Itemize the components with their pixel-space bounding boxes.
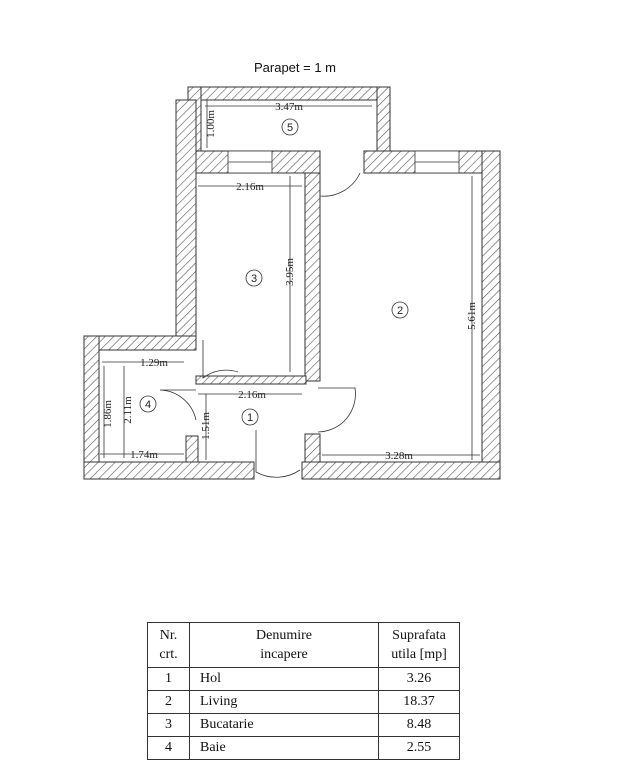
table-row: 2 Living 18.37 xyxy=(147,690,460,714)
dim-1-51: 1.51m xyxy=(200,412,212,440)
dim-3-95: 3.95m xyxy=(284,258,296,286)
floor-plan: Parapet = 1 m xyxy=(83,60,501,480)
room-number-3: 3 xyxy=(251,273,257,285)
dim-1-74: 1.74m xyxy=(130,449,158,461)
doors xyxy=(159,172,361,478)
room-markers: 5 3 2 4 1 xyxy=(139,118,409,426)
dim-3-28: 3.28m xyxy=(385,450,413,462)
plan-title: Parapet = 1 m xyxy=(254,60,336,75)
room-number-2: 2 xyxy=(397,305,403,317)
dim-2-11: 2.11m xyxy=(122,396,134,424)
room-number-4: 4 xyxy=(145,399,151,411)
dim-3-47: 3.47m xyxy=(275,101,303,113)
exterior-walls xyxy=(83,99,501,480)
cell-area: 2.55 xyxy=(378,736,460,760)
room-number-5: 5 xyxy=(287,122,293,134)
room-number-1: 1 xyxy=(247,412,253,424)
table-row: 1 Hol 3.26 xyxy=(147,667,460,691)
dimension-lines xyxy=(100,100,480,460)
dim-1-86: 1.86m xyxy=(102,400,114,428)
cell-area: 3.26 xyxy=(378,667,460,691)
dim-2-16-bottom: 2.16m xyxy=(238,389,266,401)
cell-area: 8.48 xyxy=(378,713,460,737)
table-row: 4 Baie 2.55 xyxy=(147,736,460,760)
header-nr: Nr.crt. xyxy=(147,622,190,668)
cell-name: Baie xyxy=(189,736,379,760)
dimension-labels: 3.47m 1.00m 2.16m 3.95m 5.61m 1.29m 2.16… xyxy=(102,101,478,462)
cell-nr: 3 xyxy=(147,713,190,737)
cell-nr: 2 xyxy=(147,690,190,714)
cell-area: 18.37 xyxy=(378,690,460,714)
dim-1-29: 1.29m xyxy=(140,357,168,369)
dim-5-61: 5.61m xyxy=(466,302,478,330)
table-row: 3 Bucatarie 8.48 xyxy=(147,713,460,737)
cell-name: Hol xyxy=(189,667,379,691)
cell-nr: 1 xyxy=(147,667,190,691)
windows xyxy=(227,150,460,174)
cell-name: Bucatarie xyxy=(189,713,379,737)
cell-name: Living xyxy=(189,690,379,714)
dim-1-00: 1.00m xyxy=(205,110,217,138)
dim-2-16-top: 2.16m xyxy=(236,181,264,193)
cell-nr: 4 xyxy=(147,736,190,760)
